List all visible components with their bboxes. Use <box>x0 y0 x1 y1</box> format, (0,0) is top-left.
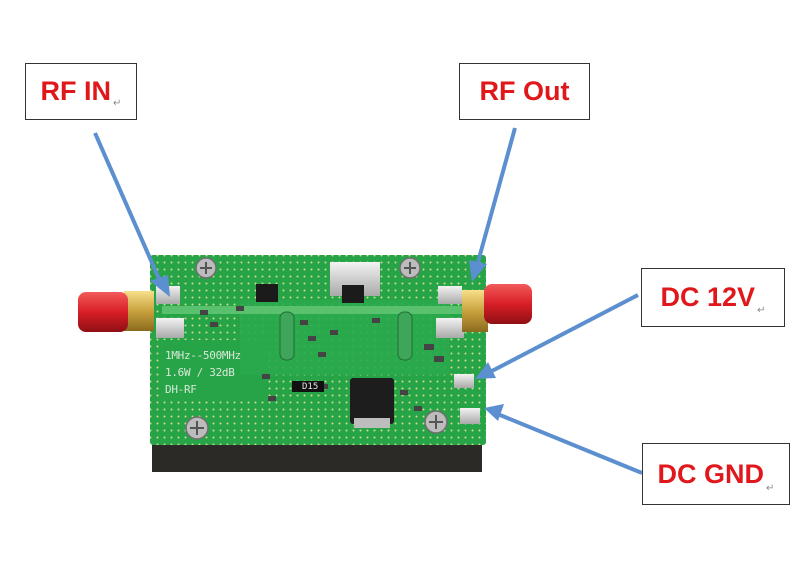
silkscreen-diode-label: D15 <box>302 382 319 392</box>
callout-dc-gnd: DC GND ↵ <box>642 443 790 505</box>
sma-connector-input <box>78 291 154 332</box>
return-mark-icon: ↵ <box>766 483 775 494</box>
callout-arrows <box>93 127 643 475</box>
callout-rf-in: RF IN ↵ <box>25 63 137 120</box>
silkscreen-brand: DH-RF <box>165 383 197 396</box>
callout-rf-in-label: RF IN <box>40 76 112 106</box>
silkscreen-power-gain: 1.6W / 32dB <box>165 366 235 379</box>
return-mark-icon: ↵ <box>757 305 766 316</box>
callout-dc-12v: DC 12V ↵ <box>641 268 785 327</box>
callout-dc-gnd-label: DC GND <box>657 458 765 489</box>
callout-rf-out: RF Out <box>459 63 590 120</box>
pcb-board <box>150 255 486 445</box>
callout-dc-12v-label: DC 12V <box>660 282 756 312</box>
callout-rf-out-label: RF Out <box>479 76 570 106</box>
silkscreen-frequency: 1MHz--500MHz <box>165 349 241 362</box>
return-mark-icon: ↵ <box>113 98 122 109</box>
sma-connector-output <box>462 284 532 332</box>
